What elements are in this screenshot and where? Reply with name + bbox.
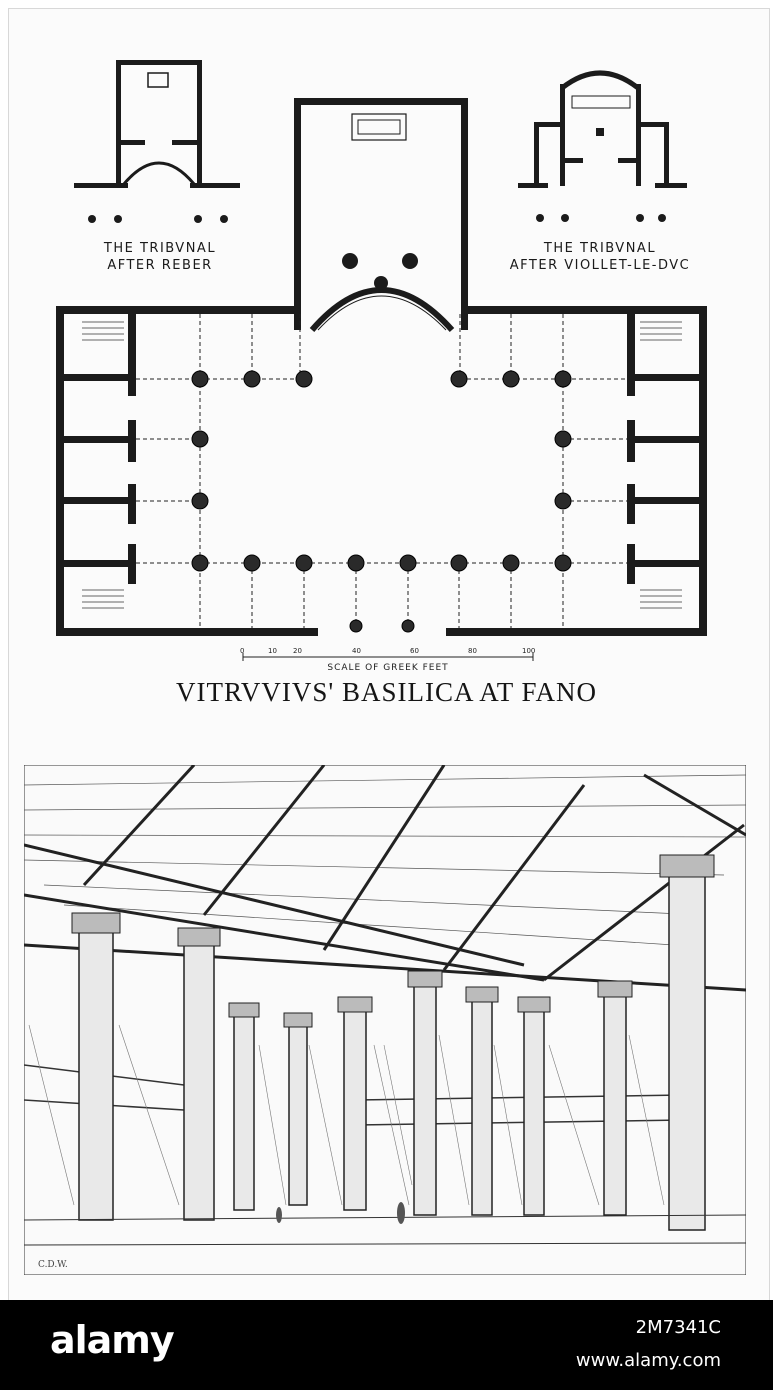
watermark-footer: alamy 2M7341C www.alamy.com (0, 1300, 773, 1390)
scale-tick-20: 20 (293, 647, 302, 655)
scale-tick-60: 60 (410, 647, 419, 655)
tribunal-violletleduc-plan (518, 84, 687, 188)
alamy-logo: alamy (50, 1318, 175, 1362)
basilica-outer-walls (56, 306, 707, 636)
tribunal-violletleduc-line2: AFTER VIOLLET-LE-DVC (509, 258, 691, 273)
scale-bar: 0 10 20 40 60 80 100 SCALE OF GREEK FEET (238, 645, 538, 681)
scale-tick-80: 80 (468, 647, 477, 655)
scale-tick-10: 10 (268, 647, 277, 655)
main-tribunal-walls (294, 98, 468, 330)
scale-tick-0: 0 (240, 647, 245, 655)
tribunal-violletleduc-label: THE TRIBVNAL AFTER VIOLLET-LE-DVC (495, 240, 705, 274)
watermark-url: www.alamy.com (575, 1350, 721, 1371)
tribunal-violletleduc-line1: THE TRIBVNAL (543, 241, 657, 256)
scale-bar-line (242, 653, 534, 661)
tribunal-reber-line1: THE TRIBVNAL (103, 241, 217, 256)
basilica-interior-perspective (24, 765, 746, 1275)
scale-tick-100: 100 (522, 647, 536, 655)
scale-tick-40: 40 (352, 647, 361, 655)
image-code: 2M7341C (635, 1317, 721, 1338)
scale-caption: SCALE OF GREEK FEET (327, 663, 449, 673)
tribunal-reber-label: THE TRIBVNAL AFTER REBER (80, 240, 240, 274)
artist-signature: C.D.W. (38, 1260, 68, 1270)
plate-title: VITRVVIVS' BASILICA AT FANO (176, 677, 597, 707)
tribunal-reber-line2: AFTER REBER (107, 258, 213, 273)
basilica-plan-drawing (56, 60, 707, 636)
tribunal-reber-plan (74, 60, 240, 188)
